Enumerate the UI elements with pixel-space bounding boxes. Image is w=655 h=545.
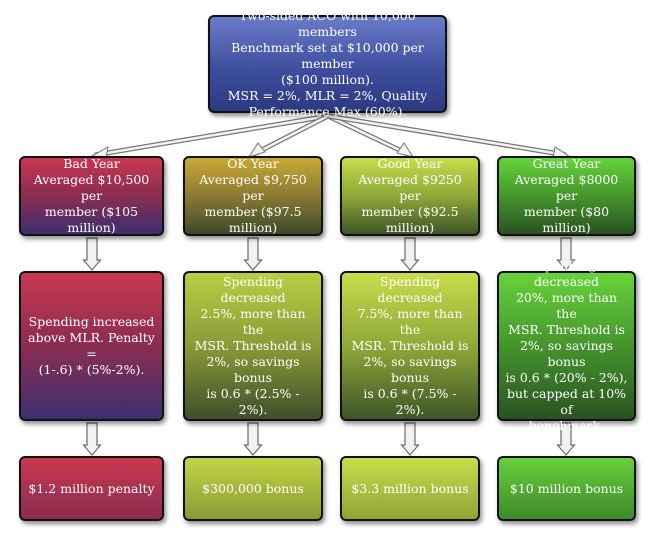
analysis-line: 7.5%, more than the <box>357 306 463 337</box>
analysis-line: Spending decreased <box>220 274 286 305</box>
scenario-line: Averaged $8000 per <box>514 172 619 203</box>
root-to-good-arrow <box>326 113 415 158</box>
analysis-line: Spending decreased <box>533 258 600 289</box>
analysis-line: 2%, so savings bonus <box>206 354 300 385</box>
scenario-box-bad-year: Bad Year Averaged $10,500 per member ($1… <box>19 156 164 236</box>
scenario-line: member ($97.5 <box>204 204 302 219</box>
analysis-line: MSR. Threshold is <box>194 338 312 353</box>
outcome-text: $10 million bonus <box>509 480 624 496</box>
outcome-box-great-year: $10 million bonus <box>497 456 636 521</box>
down-arrow-bad-scenario-to-analysis <box>82 237 102 271</box>
analysis-line: above MLR. Penalty = <box>28 330 155 361</box>
analysis-line: Spending increased <box>28 314 155 329</box>
analysis-line: 2.5%, more than the <box>200 306 306 337</box>
analysis-line: is 0.6 * (20% - 2%), <box>505 370 628 385</box>
scenario-line: Averaged $9250 per <box>358 172 462 203</box>
analysis-line: 2%, so savings bonus <box>363 354 457 385</box>
scenario-line: million) <box>385 220 435 235</box>
analysis-line: is 0.6 * (7.5% - 2%). <box>363 386 457 417</box>
root-text: Two-sided ACO with 10,000 members Benchm… <box>216 8 439 120</box>
outcome-box-ok-year: $300,000 bonus <box>183 456 323 521</box>
analysis-line: 2%, so savings bonus <box>519 338 614 369</box>
analysis-line: (1-.6) * (5%-2%). <box>38 362 145 377</box>
outcome-box-good-year: $3.3 million bonus <box>340 456 480 521</box>
root-line: Benchmark set at $10,000 per member <box>231 40 424 71</box>
root-to-great-arrow <box>327 113 571 159</box>
root-line: Two-sided ACO with 10,000 members <box>239 8 416 39</box>
scenario-line: member ($80 million) <box>523 204 610 235</box>
down-arrow-great-analysis-to-outcome <box>556 422 576 456</box>
scenario-box-good-year: Good Year Averaged $9250 per member ($92… <box>340 156 480 236</box>
root-line: MSR = 2%, MLR = 2%, Quality <box>227 88 428 103</box>
analysis-line: but capped at 10% of <box>506 386 627 417</box>
root-assumptions-box: Two-sided ACO with 10,000 members Benchm… <box>208 8 447 119</box>
scenario-box-great-year: Great Year Averaged $8000 per member ($8… <box>497 156 636 236</box>
scenario-line: Averaged $10,500 per <box>33 172 150 203</box>
scenario-title: Bad Year <box>63 156 120 171</box>
outcome-text: $3.3 million bonus <box>351 480 469 496</box>
scenario-line: member ($105 million) <box>44 204 139 235</box>
analysis-line: MSR. Threshold is <box>508 322 625 337</box>
analysis-line: is 0.6 * (2.5% - 2%). <box>206 386 300 417</box>
analysis-line: Spending decreased <box>377 274 443 305</box>
analysis-line: 20%, more than the <box>515 290 618 321</box>
outcome-text: $300,000 bonus <box>202 480 304 496</box>
scenario-title: Great Year <box>532 156 601 171</box>
root-to-bad-arrow <box>90 113 329 159</box>
analysis-box-ok-year: Spending decreased 2.5%, more than the M… <box>183 271 323 421</box>
scenario-line: Averaged $9,750 per <box>199 172 307 203</box>
down-arrow-ok-scenario-to-analysis <box>243 237 263 271</box>
scenario-line: member ($92.5 <box>361 204 459 219</box>
down-arrow-ok-analysis-to-outcome <box>243 422 263 456</box>
down-arrow-bad-analysis-to-outcome <box>82 422 102 456</box>
scenario-title: OK Year <box>227 156 279 171</box>
outcome-box-bad-year: $1.2 million penalty <box>19 456 164 521</box>
scenario-box-ok-year: OK Year Averaged $9,750 per member ($97.… <box>183 156 323 236</box>
analysis-line: MSR. Threshold is <box>351 338 469 353</box>
scenario-line: million) <box>228 220 278 235</box>
analysis-box-great-year: Spending decreased 20%, more than the MS… <box>497 258 636 433</box>
down-arrow-good-scenario-to-analysis <box>400 237 420 271</box>
outcome-text: $1.2 million penalty <box>28 480 155 496</box>
down-arrow-good-analysis-to-outcome <box>400 422 420 456</box>
analysis-line: benchmark. <box>528 418 605 433</box>
root-to-ok-arrow <box>247 113 330 158</box>
analysis-box-bad-year: Spending increased above MLR. Penalty = … <box>19 271 164 421</box>
analysis-box-good-year: Spending decreased 7.5%, more than the M… <box>340 271 480 421</box>
root-line: ($100 million). <box>281 72 374 87</box>
down-arrow-great-scenario-to-analysis <box>556 237 576 271</box>
scenario-title: Good Year <box>377 156 443 171</box>
root-line: Performance Max (60%). <box>248 104 407 119</box>
